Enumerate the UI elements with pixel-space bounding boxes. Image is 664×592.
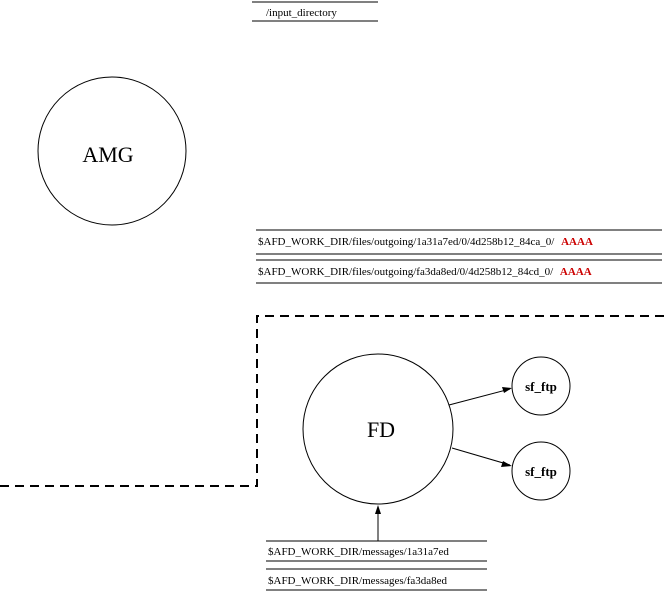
fd-label: FD [367,417,395,442]
sf-ftp-node-1: sf_ftp [511,356,571,416]
arrow-fd-to-sf-ftp-1 [448,387,512,406]
message-file-store-1: $AFD_WORK_DIR/messages/1a31a7ed [266,540,487,562]
outgoing-dir-tag-2: AAAA [560,266,592,278]
fd-node: FD [302,353,454,505]
outgoing-dir-path-2: $AFD_WORK_DIR/files/outgoing/fa3da8ed/0/… [258,266,554,278]
amg-node: AMG [37,76,187,226]
arrow-fd-to-sf-ftp-2 [451,447,512,467]
arrow-messages-to-fd [375,505,381,541]
outgoing-dir-path-1: $AFD_WORK_DIR/files/outgoing/1a31a7ed/0/… [258,236,555,248]
outgoing-dir-store-1: $AFD_WORK_DIR/files/outgoing/1a31a7ed/0/… [256,229,662,255]
svg-text:$AFD_WORK_DIR/files/outgoing/f: $AFD_WORK_DIR/files/outgoing/fa3da8ed/0/… [258,266,592,278]
process-boundary [0,315,664,487]
svg-text:$AFD_WORK_DIR/files/outgoing/1: $AFD_WORK_DIR/files/outgoing/1a31a7ed/0/… [258,236,593,248]
outgoing-dir-tag-1: AAAA [561,236,593,248]
amg-label: AMG [82,142,133,167]
input-directory-label: /input_directory [266,7,337,19]
sf-ftp-node-2: sf_ftp [511,441,571,501]
message-file-path-1: $AFD_WORK_DIR/messages/1a31a7ed [268,546,449,558]
message-file-path-2: $AFD_WORK_DIR/messages/fa3da8ed [268,575,448,587]
message-file-store-2: $AFD_WORK_DIR/messages/fa3da8ed [266,568,487,591]
input-directory-store: /input_directory [252,1,378,22]
sf-ftp-label-1: sf_ftp [525,379,557,394]
sf-ftp-label-2: sf_ftp [525,464,557,479]
outgoing-dir-store-2: $AFD_WORK_DIR/files/outgoing/fa3da8ed/0/… [256,259,662,284]
